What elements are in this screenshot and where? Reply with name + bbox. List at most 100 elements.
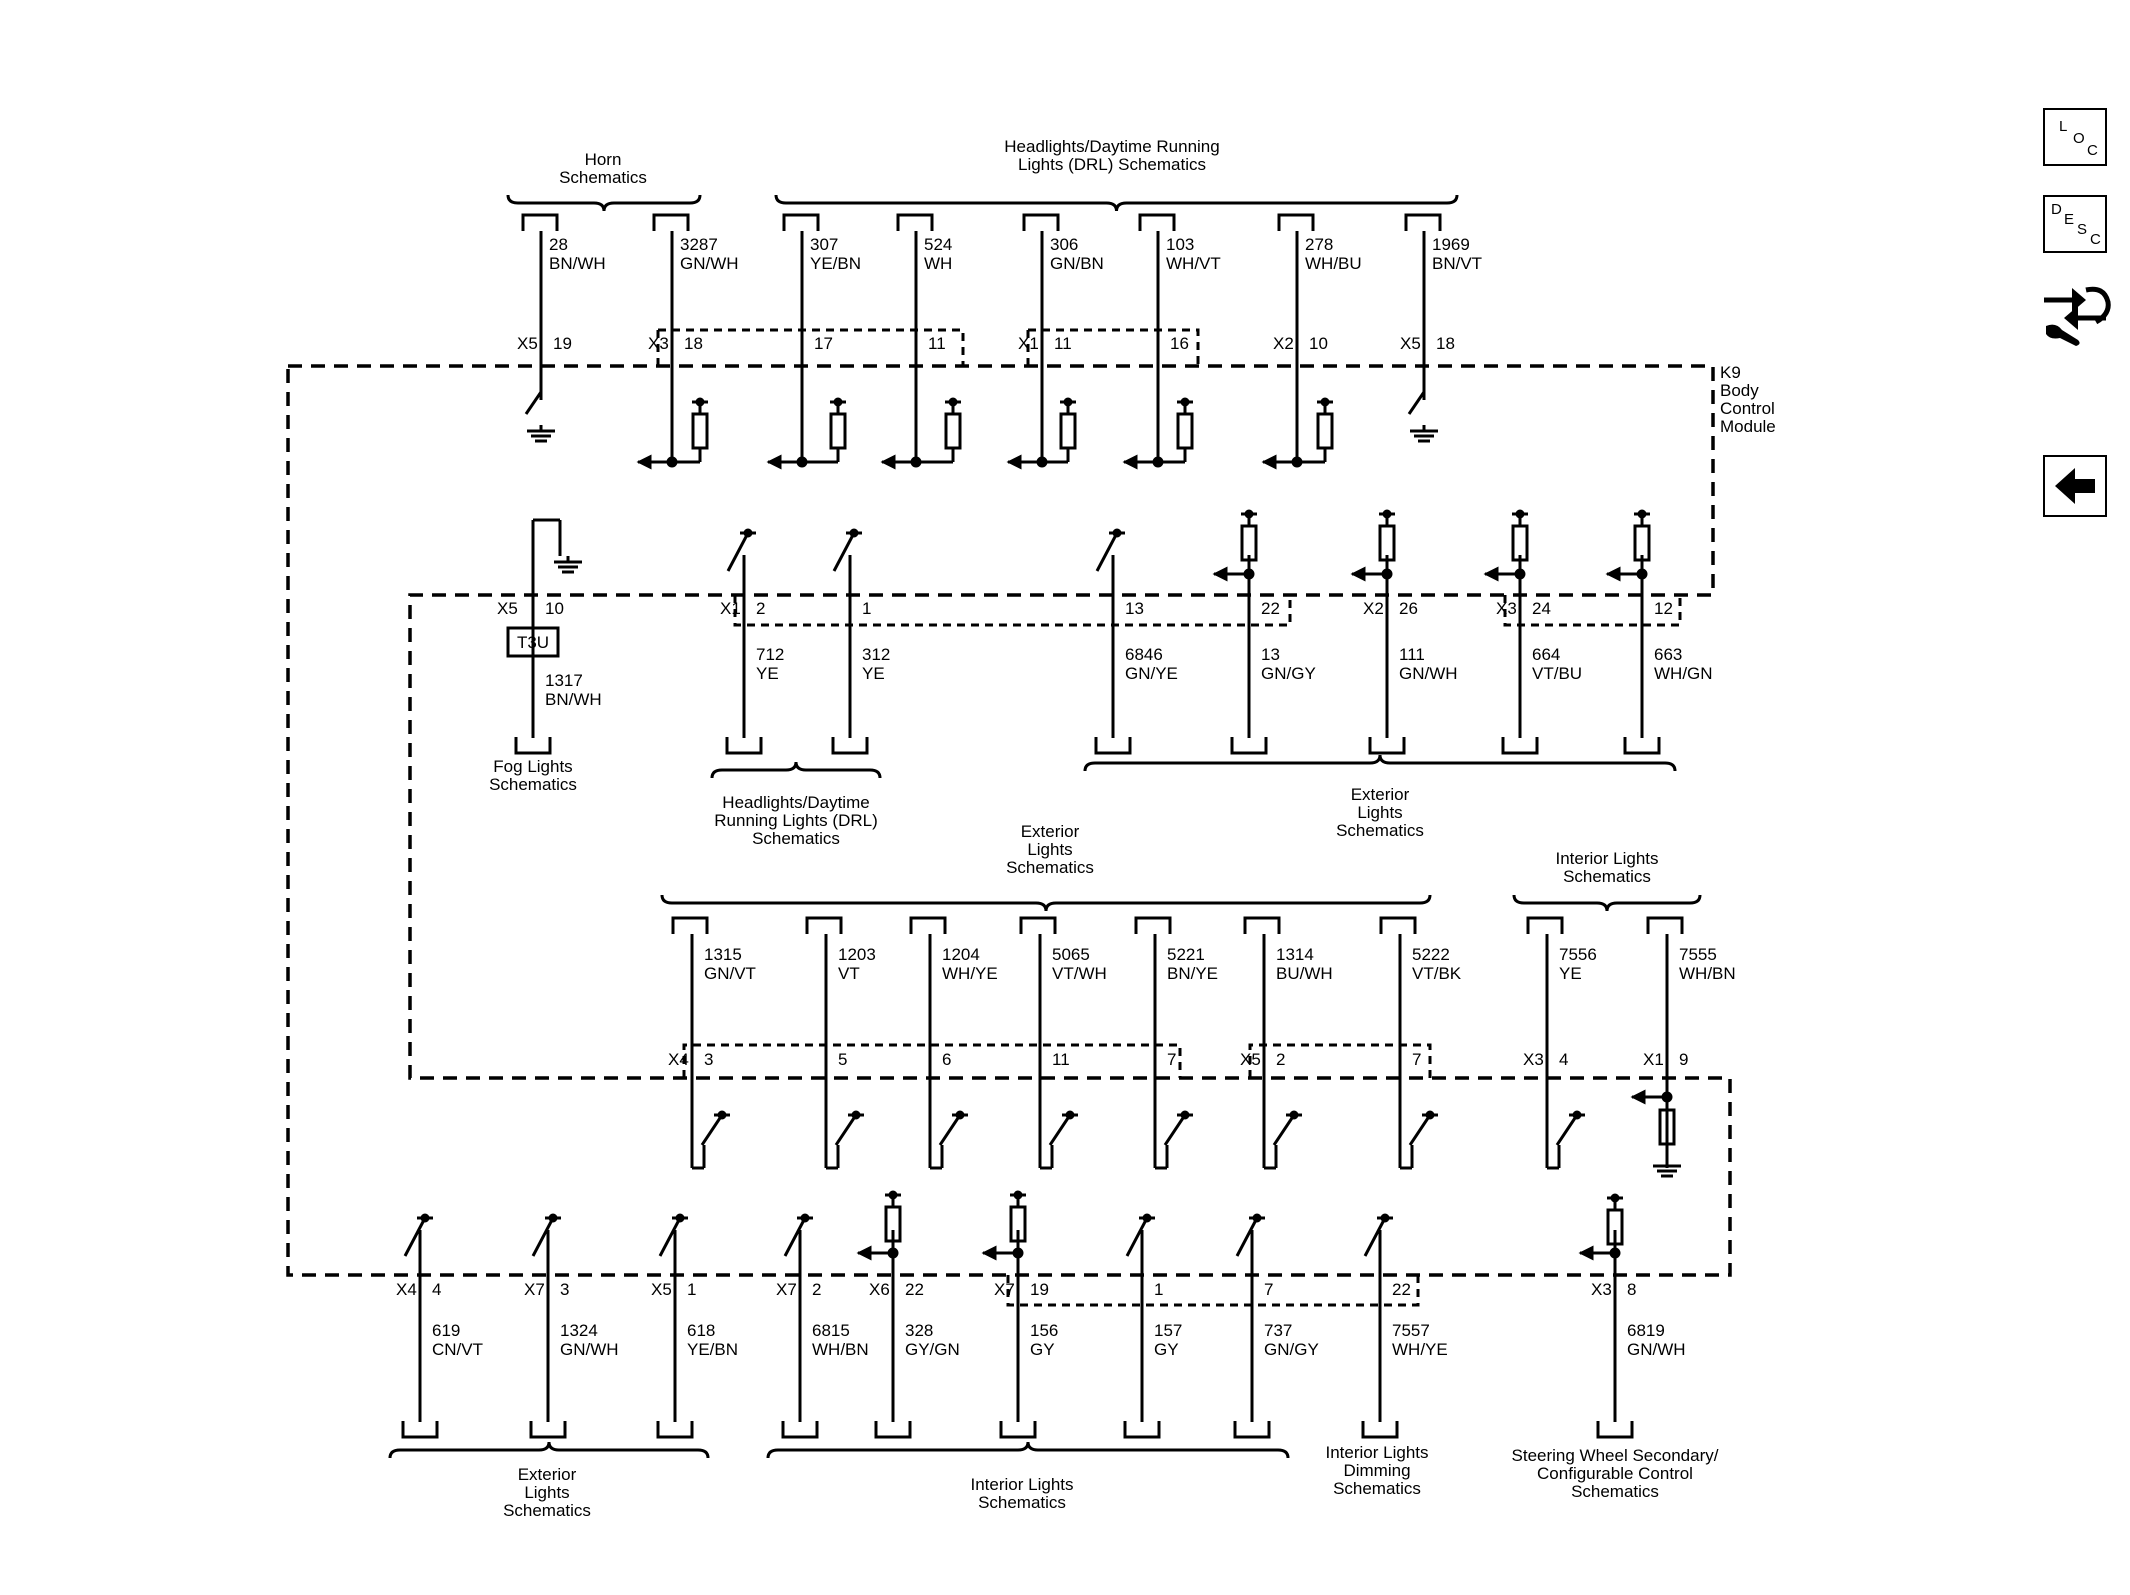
circuit-number: 5221 (1167, 945, 1205, 964)
group-label-drl_top: Headlights/Daytime Running (1004, 137, 1219, 156)
circuit-number: 28 (549, 235, 568, 254)
switch-blade (531, 1217, 555, 1257)
sub-connector-box (656, 328, 965, 366)
connector-id: X2 (1273, 334, 1294, 353)
sub-connector-box (1006, 1275, 1420, 1307)
circuit-number: 1315 (704, 945, 742, 964)
switch-blade (834, 1114, 858, 1146)
connector-cavity (1623, 737, 1661, 755)
wire-color: GY (1030, 1340, 1055, 1359)
circuit-number: 712 (756, 645, 784, 664)
resistor-icon (1658, 1108, 1676, 1146)
connector-id: X1 (1018, 334, 1039, 353)
connector-cavity (725, 737, 763, 755)
group-label-int_bottom: Schematics (978, 1493, 1066, 1512)
wire-color: WH/VT (1166, 254, 1221, 273)
svg-text:Control: Control (1720, 399, 1775, 418)
switch-blade (658, 1217, 682, 1257)
wire-color: YE (756, 664, 779, 683)
wire-color: WH/BN (1679, 964, 1736, 983)
circuit-number: 619 (432, 1321, 460, 1340)
wire-color: GN/WH (560, 1340, 619, 1359)
connector-cavity (1022, 213, 1060, 231)
pin-number: 5 (838, 1050, 847, 1069)
sub-connector-box (682, 1043, 1182, 1078)
desc-letter-e: E (2064, 211, 2075, 228)
connector-cavity (1123, 1421, 1161, 1439)
ext-lower-brace (660, 894, 1432, 912)
connector-cavity (805, 916, 843, 934)
wire-color: BN/WH (549, 254, 606, 273)
desc-letter-c: C (2090, 231, 2101, 248)
switch-blade (783, 1217, 807, 1257)
pin-number: 11 (928, 334, 946, 353)
group-label-fog: Fog Lights (493, 757, 572, 776)
sub-connector-box (1503, 595, 1682, 627)
connector-cavity (652, 213, 690, 231)
drl-mid-brace (710, 761, 882, 779)
circuit-number: 307 (810, 235, 838, 254)
bcm-outline (286, 364, 1732, 1277)
connector-id: X5 (497, 599, 518, 618)
circuit-number: 664 (1532, 645, 1560, 664)
connector-id: X3 (648, 334, 669, 353)
pin-number: 22 (905, 1280, 924, 1299)
pin-number: 22 (1392, 1280, 1411, 1299)
connector-cavity (514, 737, 552, 755)
desc-letter-d: D (2051, 201, 2062, 218)
pin-number: 24 (1532, 599, 1551, 618)
drl-top-brace (774, 194, 1459, 212)
group-label-ext_lower_top: Lights (1027, 840, 1072, 859)
pin-number: 1 (1154, 1280, 1163, 1299)
connector-id: X1 (1643, 1050, 1664, 1069)
group-label-ext_bottom: Schematics (503, 1501, 591, 1520)
wire-color: CN/VT (432, 1340, 483, 1359)
group-label-fog: Schematics (489, 775, 577, 794)
connector-cavity (782, 213, 820, 231)
connector-cavity (1596, 1421, 1634, 1439)
circuit-number: 103 (1166, 235, 1194, 254)
switch-blade (1408, 1114, 1432, 1146)
wire-color: GN/VT (704, 964, 756, 983)
switch-blade (524, 391, 543, 415)
group-label-int_bottom: Interior Lights (971, 1475, 1074, 1494)
group-label-ext_mid_right: Exterior (1351, 785, 1410, 804)
pin-number: 12 (1654, 599, 1673, 618)
wire-color: GN/GY (1264, 1340, 1319, 1359)
connector-cavity (1094, 737, 1132, 755)
wire-color: YE (862, 664, 885, 683)
pin-number: 3 (560, 1280, 569, 1299)
resistor-icon (1633, 524, 1651, 562)
wire-color: YE (1559, 964, 1582, 983)
resistor-icon (1176, 412, 1194, 450)
connector-id: X7 (524, 1280, 545, 1299)
pin-number: 26 (1399, 599, 1418, 618)
switch-blade (1272, 1114, 1296, 1146)
circuit-number: 13 (1261, 645, 1280, 664)
switch-blade (1095, 532, 1119, 572)
circuit-number: 5222 (1412, 945, 1450, 964)
group-label-ext_bottom: Exterior (518, 1465, 577, 1484)
loc-letter-l: L (2059, 118, 2068, 135)
wire-color: YE/BN (810, 254, 861, 273)
location-button[interactable]: L O C (2043, 108, 2107, 166)
pin-number: 7 (1264, 1280, 1273, 1299)
connector-cavity (401, 1421, 439, 1439)
wire-color: WH/YE (1392, 1340, 1448, 1359)
pin-number: 17 (814, 334, 833, 353)
connector-cavity (671, 916, 709, 934)
sub-connector-box (1248, 1043, 1432, 1078)
pin-number: 16 (1170, 334, 1189, 353)
pin-number: 10 (1309, 334, 1328, 353)
connector-cavity (1134, 916, 1172, 934)
tools-exchange-icon[interactable] (2038, 278, 2114, 350)
group-label-steering: Configurable Control (1537, 1464, 1693, 1483)
circuit-number: 328 (905, 1321, 933, 1340)
bcm-label: K9 Body Control Module (1720, 363, 1776, 436)
back-button[interactable] (2043, 455, 2107, 517)
wire-color: WH/BN (812, 1340, 869, 1359)
pin-number: 4 (432, 1280, 441, 1299)
pin-number: 2 (812, 1280, 821, 1299)
wire-color: VT/BK (1412, 964, 1462, 983)
description-button[interactable]: D E S C (2043, 195, 2107, 253)
